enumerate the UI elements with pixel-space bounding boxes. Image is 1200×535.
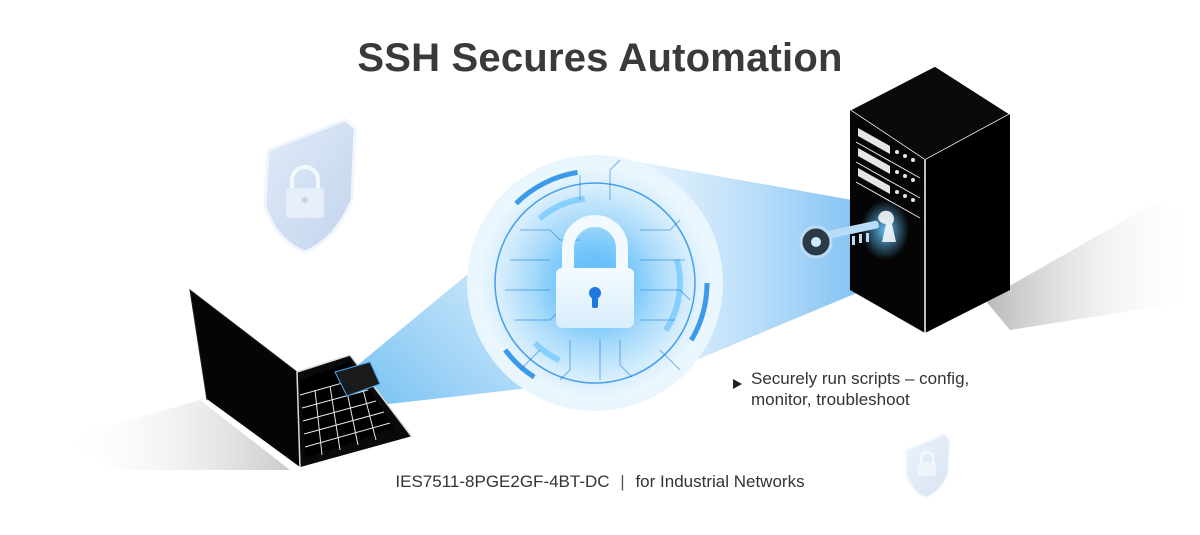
caption-line-2: monitor, troubleshoot <box>751 390 910 409</box>
padlock-circuit-icon <box>467 155 723 411</box>
product-footer: IES7511-8PGE2GF-4BT-DC | for Industrial … <box>0 472 1200 492</box>
laptop-shadow <box>60 400 290 470</box>
page-title: SSH Secures Automation <box>357 36 843 80</box>
triangle-right-icon <box>733 379 742 389</box>
shield-lock-icon <box>263 118 357 254</box>
key-icon <box>799 220 879 259</box>
caption-line-1: Securely run scripts – config, <box>751 369 970 388</box>
shield-lock-icon <box>905 432 952 500</box>
laptop-icon <box>189 288 414 470</box>
product-model: IES7511-8PGE2GF-4BT-DC <box>395 472 610 491</box>
server-shadow <box>985 200 1200 330</box>
server-icon <box>848 65 1012 333</box>
footer-separator: | <box>620 472 625 491</box>
caption-text: Securely run scripts – config, monitor, … <box>751 368 1031 410</box>
product-tagline: for Industrial Networks <box>635 472 805 491</box>
